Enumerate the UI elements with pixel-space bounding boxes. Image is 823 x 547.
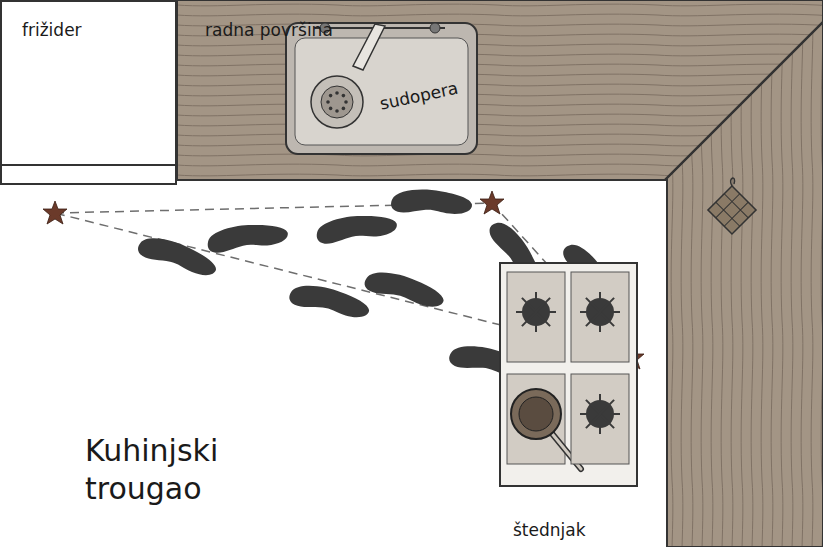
stove-outline bbox=[499, 262, 638, 487]
stove-label: štednjak bbox=[513, 520, 586, 540]
fridge-box-label: frižider bbox=[22, 20, 82, 40]
sink: sudopera bbox=[285, 22, 478, 155]
stove: štednjak bbox=[499, 262, 638, 487]
diagram-title-label: Kuhinjski trougao bbox=[85, 432, 285, 507]
triangle-stars bbox=[43, 191, 644, 369]
fridge-box: frižider bbox=[0, 0, 177, 185]
footprints bbox=[136, 188, 628, 379]
triangle-label: Kuhinjski trougao bbox=[85, 432, 285, 507]
countertop: radna površinasudoperaštednjak bbox=[177, 0, 823, 547]
countertop-label: radna površina bbox=[205, 20, 333, 40]
